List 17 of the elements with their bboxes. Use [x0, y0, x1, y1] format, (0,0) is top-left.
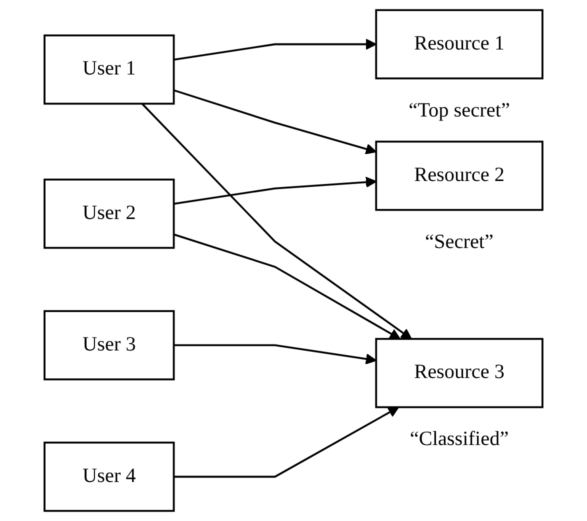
node-box: Resource 3	[375, 338, 544, 408]
arrow	[174, 89, 377, 154]
arrow	[174, 38, 377, 61]
classification-label: “Classified”	[410, 428, 509, 450]
arrow	[174, 176, 377, 205]
node-box: User 4	[44, 442, 175, 512]
arrow	[141, 103, 412, 340]
classification-label: “Top secret”	[408, 99, 510, 122]
node-box: Resource 1	[375, 9, 544, 80]
arrow	[174, 406, 400, 478]
node-box: Resource 2	[375, 140, 544, 211]
node-box: User 3	[44, 310, 175, 380]
node-box: User 2	[44, 178, 175, 249]
classification-label: “Secret”	[425, 230, 494, 253]
node-box: User 1	[44, 34, 175, 105]
arrow	[174, 344, 377, 364]
arrow	[174, 234, 401, 340]
